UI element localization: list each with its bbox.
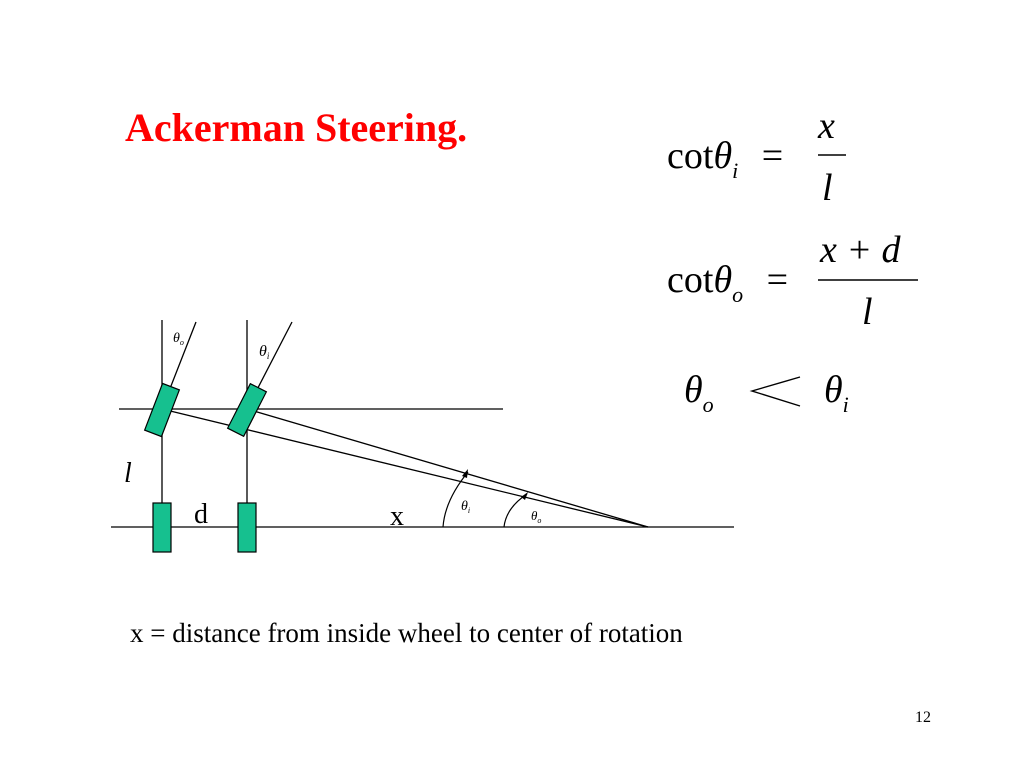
- inner-radius-line: [246, 408, 649, 528]
- theta-subscript: i: [732, 158, 739, 183]
- theta-subscript: i: [842, 392, 849, 417]
- rear-left-wheel: [152, 502, 172, 553]
- theta-symbol: θ: [713, 259, 733, 301]
- caption-text: x = distance from inside wheel to center…: [130, 618, 683, 648]
- eq1-denominator: l: [822, 167, 833, 209]
- theta-subscript: o: [702, 392, 714, 417]
- theta-o-arc: [503, 493, 528, 528]
- page-number: 12: [915, 709, 931, 726]
- cot-function: cot: [667, 135, 714, 177]
- eq2-denominator: l: [862, 291, 873, 333]
- theta-subscript: o: [732, 282, 744, 307]
- less-than-symbol: [749, 376, 801, 407]
- eq2-numerator: x + d: [820, 229, 901, 271]
- wheelbase-label: l: [124, 458, 132, 489]
- theta-o-arrowhead: [521, 492, 528, 500]
- eq1-numerator: x: [818, 105, 835, 147]
- theta-i-arrowhead: [462, 469, 468, 478]
- equals-sign: =: [761, 135, 784, 177]
- equation-cot-theta-o: cotθo =: [667, 258, 789, 307]
- equals-sign: =: [766, 259, 789, 301]
- distance-label: x: [390, 501, 404, 532]
- theta-symbol: θ: [684, 369, 703, 411]
- cot-function: cot: [667, 259, 714, 301]
- track-width-label: d: [194, 499, 208, 530]
- inequality-right: θi: [824, 368, 849, 417]
- bottom-theta-i-label: θi: [461, 499, 470, 515]
- equation-cot-theta-i: cotθi =: [667, 134, 784, 183]
- inequality-left: θo: [684, 368, 714, 417]
- theta-symbol: θ: [713, 135, 733, 177]
- slide-title: Ackerman Steering.: [125, 105, 468, 150]
- front-left-wheel: [143, 382, 181, 438]
- bottom-theta-o-label: θo: [531, 508, 541, 525]
- front-right-wheel: [226, 382, 268, 438]
- top-theta-o-label: θo: [173, 331, 184, 347]
- rear-right-wheel: [237, 502, 257, 553]
- theta-symbol: θ: [824, 369, 843, 411]
- top-theta-i-label: θi: [259, 343, 270, 361]
